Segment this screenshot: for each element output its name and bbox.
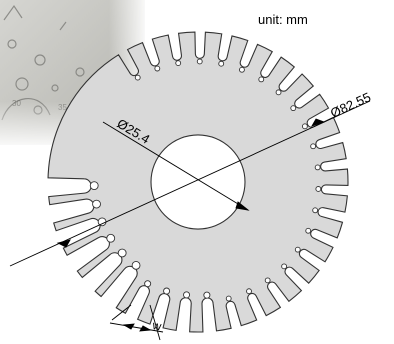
slot-hole bbox=[89, 181, 99, 191]
inner-diameter-dimension bbox=[102, 121, 250, 211]
slot-hole bbox=[154, 65, 161, 72]
slot-hole bbox=[203, 291, 211, 299]
slot-hole bbox=[134, 74, 141, 81]
slot-hole bbox=[264, 277, 271, 284]
slot-hole bbox=[312, 207, 319, 214]
slot-hole bbox=[310, 143, 317, 150]
slot-hole bbox=[183, 291, 191, 299]
slot-hole bbox=[163, 287, 171, 295]
slot-hole bbox=[258, 76, 265, 83]
slot-hole bbox=[196, 58, 203, 65]
slot-hole bbox=[144, 280, 152, 288]
slot-hole bbox=[92, 199, 101, 209]
outer-diameter-label: Ø82.55 bbox=[328, 89, 373, 120]
slot-hole bbox=[106, 233, 116, 243]
slot-hole bbox=[275, 89, 282, 96]
slot-width-dimension bbox=[109, 304, 164, 341]
arrowhead-inner bbox=[235, 201, 250, 211]
slot-hole bbox=[314, 164, 321, 171]
slot-hole bbox=[281, 263, 288, 270]
slot-hole bbox=[305, 227, 312, 234]
slot-hole bbox=[175, 60, 182, 67]
slot-hole bbox=[315, 186, 322, 192]
slot-hole bbox=[117, 248, 127, 258]
slot-hole bbox=[131, 260, 141, 270]
unit-label: unit: mm bbox=[258, 12, 308, 27]
arrowhead-right bbox=[311, 118, 326, 127]
slot-hole bbox=[290, 105, 297, 112]
slot-hole bbox=[246, 288, 252, 295]
slot-hole bbox=[218, 60, 225, 67]
slot-hole bbox=[225, 295, 232, 302]
slot-hole bbox=[301, 123, 308, 130]
slot-holes bbox=[89, 58, 322, 302]
outer-diameter-dimension bbox=[9, 100, 371, 267]
arrowhead-left bbox=[56, 239, 71, 248]
slot-hole bbox=[294, 246, 301, 253]
slot-width-label: w bbox=[150, 318, 162, 334]
slot-hole bbox=[239, 66, 245, 73]
